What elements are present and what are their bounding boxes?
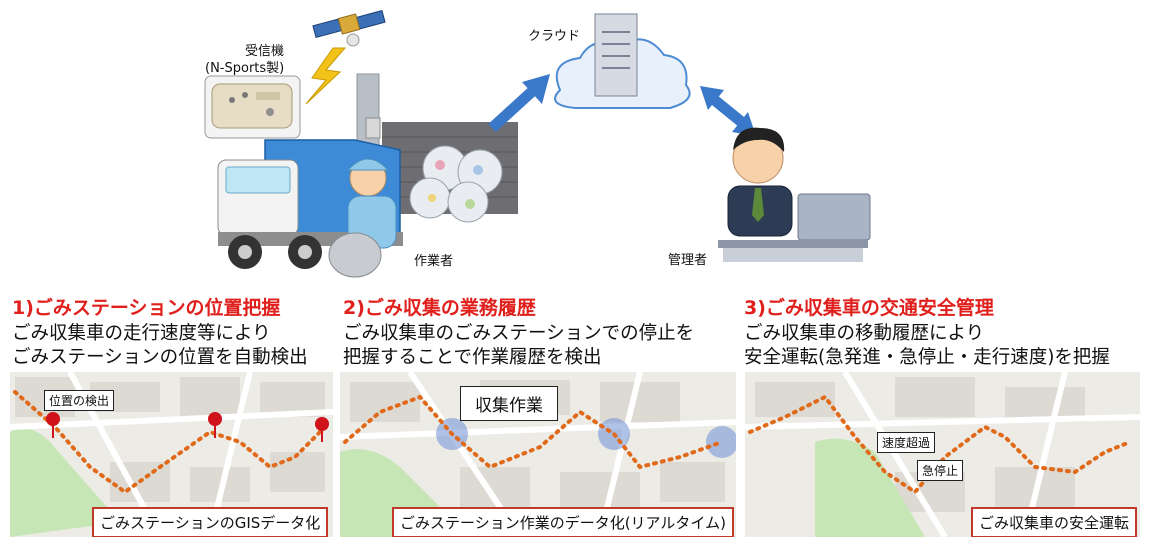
receiver-label: 受信機 — [245, 44, 285, 59]
upload-arrow-icon — [488, 74, 550, 133]
top-illustration — [204, 9, 871, 278]
section-1-line-2: ごみステーションの位置を自動検出 — [12, 347, 308, 368]
park-area — [815, 438, 925, 537]
section-2-line-2: 把握することで作業履歴を検出 — [343, 347, 602, 368]
desk — [718, 240, 868, 248]
caption-safe-driving: ごみ収集車の安全運転 — [971, 507, 1138, 537]
track-dots — [343, 394, 724, 470]
garbage-bags-icon — [409, 145, 503, 223]
section-3-line-1: ごみ収集車の移動履歴により — [744, 323, 985, 344]
server-icon — [594, 13, 638, 97]
section-2-line-1: ごみ収集車のごみステーションでの停止を — [343, 323, 695, 344]
callout-speeding: 速度超過 — [877, 432, 936, 453]
satellite-icon — [312, 9, 386, 47]
worker-label: 作業者 — [414, 254, 454, 269]
receiver-device-icon — [204, 75, 301, 139]
worker-figure — [328, 158, 397, 278]
callout-sudden-stop: 急停止 — [917, 460, 964, 481]
callout-collection-work: 収集作業 — [460, 386, 558, 421]
section-2-title: 2)ごみ収集の業務履歴 — [343, 297, 536, 319]
section-3-line-2: 安全運転(急発進・急停止・走行速度)を把握 — [744, 347, 1110, 368]
caption-realtime-data: ごみステーション作業のデータ化(リアルタイム) — [392, 507, 734, 537]
manager-figure — [727, 127, 793, 237]
track-dots — [748, 394, 1132, 495]
signal-bolt-icon — [305, 47, 347, 105]
system-diagram-graphic — [204, 9, 871, 278]
location-pin-icon — [46, 412, 329, 442]
cloud-label: クラウド — [528, 29, 581, 44]
track-dots — [13, 390, 322, 495]
receiver-sub-label: (N-Sports製) — [205, 61, 285, 76]
section-3-title: 3)ごみ収集車の交通安全管理 — [744, 297, 994, 319]
manager-label: 管理者 — [668, 253, 708, 268]
laptop-icon — [797, 193, 871, 241]
map-panel-3[interactable]: 速度超過 急停止 ごみ収集車の安全運転 — [745, 372, 1140, 537]
section-1-line-1: ごみ収集車の走行速度等により — [12, 323, 271, 344]
map-panel-2[interactable]: 収集作業 ごみステーション作業のデータ化(リアルタイム) — [340, 372, 736, 537]
map-panel-1[interactable]: 位置の検出 ごみステーションのGISデータ化 — [10, 372, 333, 537]
sync-arrow-icon — [700, 86, 756, 136]
section-1-title: 1)ごみステーションの位置把握 — [12, 297, 281, 319]
caption-gis-data: ごみステーションのGISデータ化 — [92, 507, 329, 537]
callout-detect-location: 位置の検出 — [44, 390, 115, 411]
